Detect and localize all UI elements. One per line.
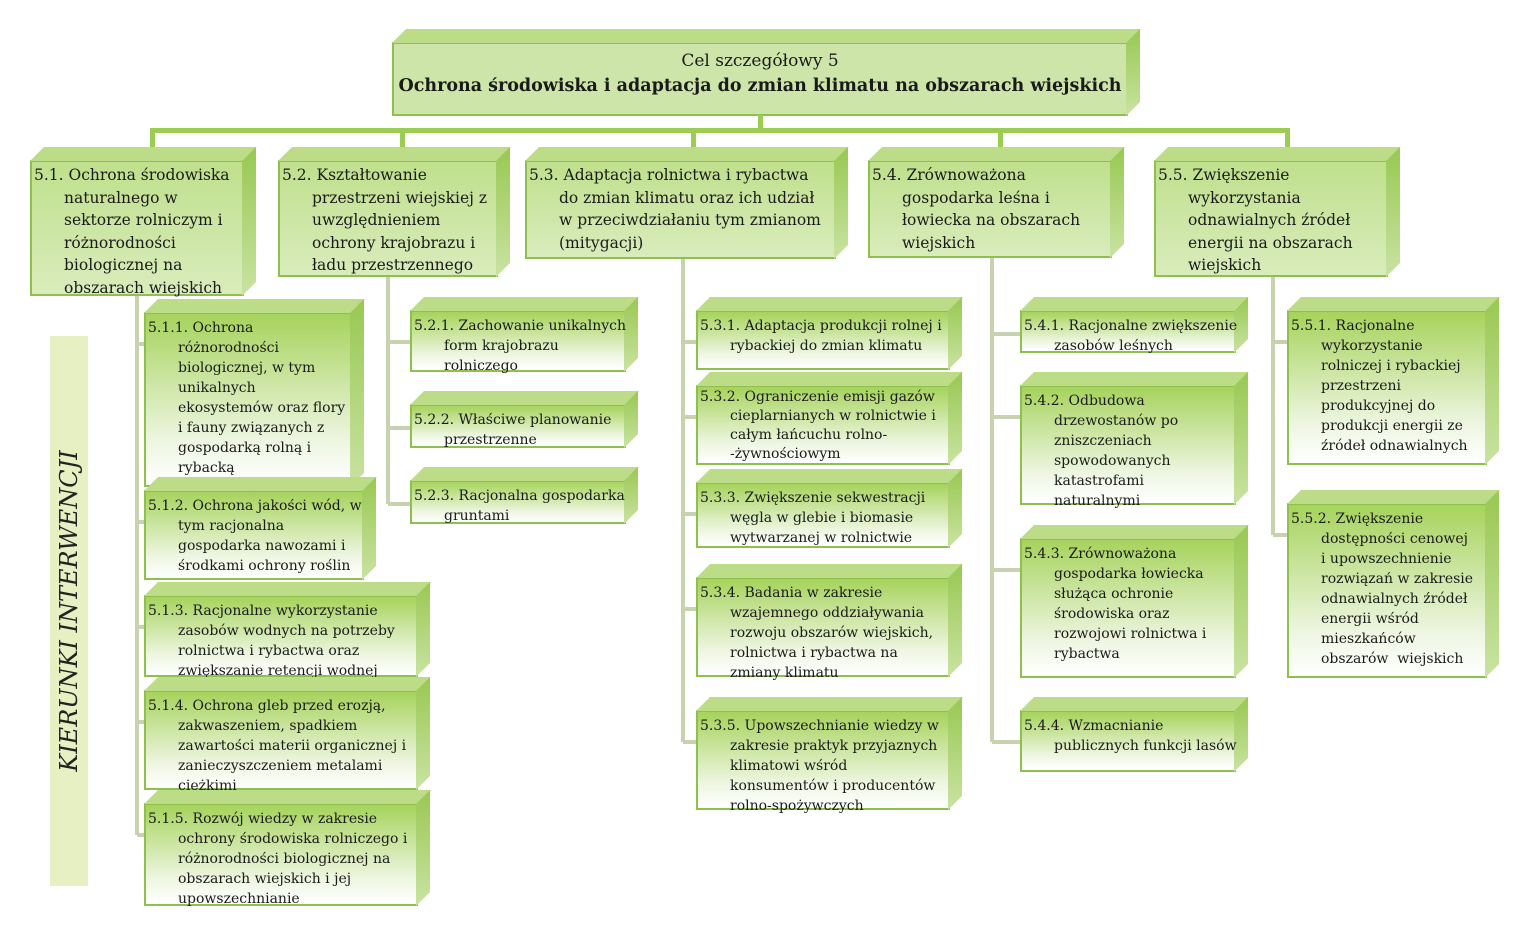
connector-line	[998, 130, 1003, 147]
action-text: 5.1.1. Ochrona różnorodności biologiczne…	[148, 320, 346, 476]
action-box: 5.2.1. Zachowanie unikalnych form krajob…	[410, 310, 626, 374]
connector-line	[992, 568, 1020, 572]
action-text: 5.4.4. Wzmacnianie publicznych funkcji l…	[1024, 718, 1237, 754]
action-text: 5.1.3. Racjonalne wykorzystanie zasobów …	[148, 603, 395, 679]
connector-line	[683, 512, 696, 516]
direction-text: 5.2. Kształtowanie przestrzeni wiejskiej…	[282, 166, 488, 274]
action-text: 5.2.1. Zachowanie unikalnych form krajob…	[414, 318, 627, 374]
connector-line	[691, 130, 696, 147]
action-text: 5.4.2. Odbudowa drzewostanów po zniszcze…	[1024, 393, 1179, 509]
connector-line	[1285, 130, 1290, 147]
connector-line	[400, 130, 405, 147]
connector-line	[683, 340, 696, 344]
action-text: 5.3.4. Badania w zakresie wzajemnego odd…	[700, 585, 934, 681]
connector-line	[1273, 340, 1287, 344]
action-text: 5.5.2. Zwiększenie dostępności cenowej i…	[1291, 511, 1474, 667]
direction-box-1: 5.1. Ochrona środowiska naturalnego w se…	[30, 160, 244, 297]
action-box: 5.4.2. Odbudowa drzewostanów po zniszcze…	[1020, 385, 1236, 509]
connector-line	[388, 340, 410, 344]
action-text: 5.3.3. Zwiększenie sekwestracji węgla w …	[700, 490, 926, 546]
action-box: 5.1.1. Ochrona różnorodności biologiczne…	[144, 312, 352, 487]
connector-line	[992, 740, 1020, 744]
connector-line	[758, 115, 763, 132]
action-box: 5.1.3. Racjonalne wykorzystanie zasobów …	[144, 595, 418, 679]
connector-line	[388, 502, 410, 506]
direction-text: 5.4. Zrównoważona gospodarka leśna i łow…	[872, 166, 1081, 252]
connector-line	[1271, 277, 1275, 535]
action-box: 5.5.1. Racjonalne wykorzystanie rolnicze…	[1287, 310, 1487, 465]
action-box: 5.1.4. Ochrona gleb przed erozją, zakwas…	[144, 690, 418, 794]
action-box: 5.4.3. Zrównoważona gospodarka łowiecka …	[1020, 538, 1236, 678]
action-text: 5.3.2. Ograniczenie emisji gazów cieplar…	[700, 389, 936, 462]
action-box: 5.3.2. Ograniczenie emisji gazów cieplar…	[696, 385, 950, 465]
action-text: 5.3.1. Adaptacja produkcji rolnej i ryba…	[700, 318, 942, 354]
goal-title: Ochrona środowiska i adaptacja do zmian …	[398, 76, 1122, 96]
connector-line	[137, 520, 144, 524]
action-text: 5.4.3. Zrównoważona gospodarka łowiecka …	[1024, 546, 1207, 662]
direction-box-2: 5.2. Kształtowanie przestrzeni wiejskiej…	[278, 160, 498, 277]
side-label: KIERUNKI INTERWENCJI	[55, 450, 83, 772]
connector-line	[683, 415, 696, 419]
action-box: 5.3.1. Adaptacja produkcji rolnej i ryba…	[696, 310, 950, 370]
action-box: 5.4.1. Racjonalne zwiększenie zasobów le…	[1020, 310, 1238, 354]
direction-text: 5.5. Zwiększenie wykorzystania odnawialn…	[1158, 166, 1353, 274]
connector-line	[135, 296, 139, 835]
action-box: 5.2.3. Racjonalna gospodarka gruntami	[410, 480, 626, 524]
goal-subtitle: Cel szczegółowy 5	[681, 51, 839, 71]
side-label-bar: KIERUNKI INTERWENCJI	[50, 336, 88, 886]
direction-box-4: 5.4. Zrównoważona gospodarka leśna i łow…	[868, 160, 1112, 258]
connector-line	[992, 331, 1020, 336]
action-box: 5.1.2. Ochrona jakości wód, w tym racjon…	[144, 490, 364, 580]
connector-line	[150, 130, 155, 147]
connector-line	[683, 740, 696, 744]
direction-text: 5.1. Ochrona środowiska naturalnego w se…	[34, 166, 230, 297]
direction-text: 5.3. Adaptacja rolnictwa i rybactwa do z…	[529, 166, 821, 252]
connector-line	[683, 607, 696, 611]
connector-line	[137, 625, 144, 629]
action-text: 5.2.2. Właściwe planowanie przestrzenne	[414, 412, 612, 448]
action-box: 5.3.5. Upowszechnianie wiedzy w zakresie…	[696, 710, 950, 814]
action-text: 5.1.5. Rozwój wiedzy w zakresie ochrony …	[148, 811, 408, 907]
action-box: 5.3.4. Badania w zakresie wzajemnego odd…	[696, 577, 950, 681]
connector-line	[137, 720, 144, 724]
connector-line	[386, 277, 390, 504]
connector-line	[992, 415, 1020, 419]
connector-line	[150, 128, 1290, 133]
action-text: 5.3.5. Upowszechnianie wiedzy w zakresie…	[700, 718, 939, 814]
action-text: 5.1.2. Ochrona jakości wód, w tym racjon…	[148, 498, 362, 574]
action-text: 5.2.3. Racjonalna gospodarka gruntami	[414, 488, 625, 524]
connector-line	[1273, 533, 1287, 537]
direction-box-3: 5.3. Adaptacja rolnictwa i rybactwa do z…	[525, 160, 836, 259]
action-box: 5.1.5. Rozwój wiedzy w zakresie ochrony …	[144, 803, 418, 907]
action-box: 5.3.3. Zwiększenie sekwestracji węgla w …	[696, 482, 950, 548]
connector-line	[137, 342, 144, 346]
action-box: 5.2.2. Właściwe planowanie przestrzenne	[410, 404, 626, 448]
direction-box-5: 5.5. Zwiększenie wykorzystania odnawialn…	[1154, 160, 1388, 277]
action-text: 5.4.1. Racjonalne zwiększenie zasobów le…	[1024, 318, 1238, 354]
connector-line	[388, 426, 410, 430]
connector-line	[137, 833, 144, 837]
action-text: 5.5.1. Racjonalne wykorzystanie rolnicze…	[1291, 318, 1468, 454]
action-box: 5.5.2. Zwiększenie dostępności cenowej i…	[1287, 503, 1487, 678]
action-text: 5.1.4. Ochrona gleb przed erozją, zakwas…	[148, 698, 407, 794]
connector-line	[681, 259, 685, 742]
action-box: 5.4.4. Wzmacnianie publicznych funkcji l…	[1020, 710, 1236, 772]
connector-line	[990, 258, 994, 742]
goal-box: Cel szczegółowy 5 Ochrona środowiska i ad…	[392, 42, 1128, 116]
